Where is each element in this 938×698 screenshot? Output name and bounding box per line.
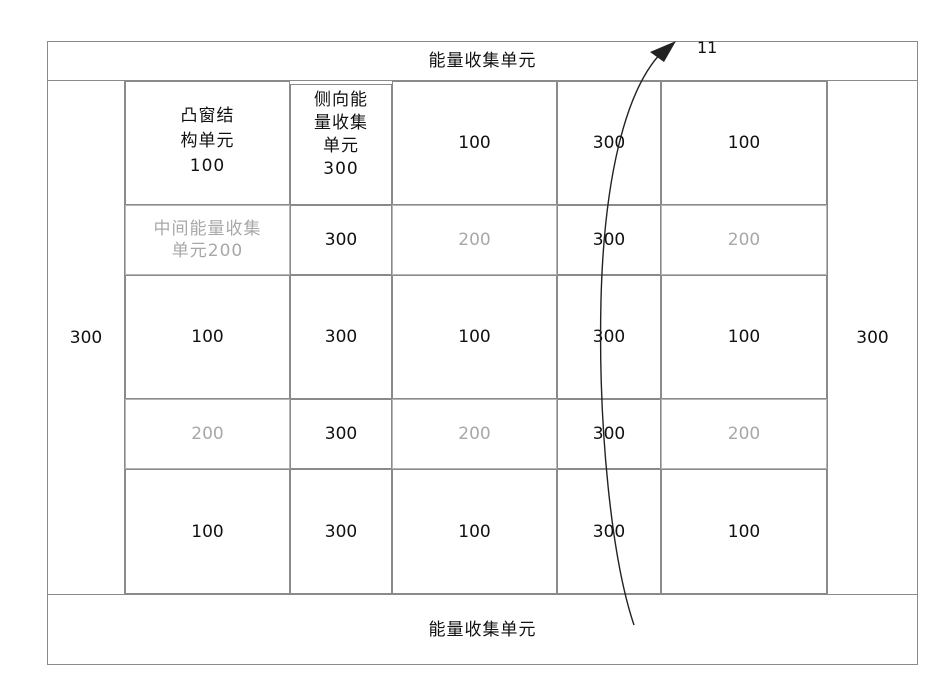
arrow-head [650,41,676,62]
arrow-curve [601,52,662,625]
annotation-label: 11 [697,38,717,57]
